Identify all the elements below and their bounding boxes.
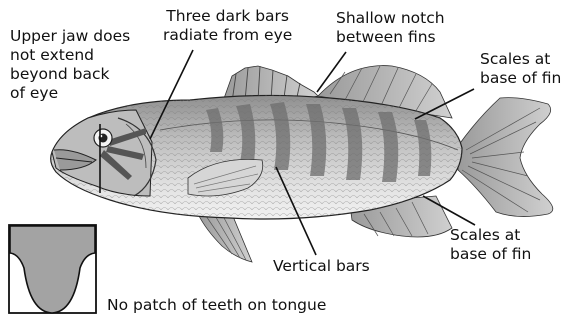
shallow-notch-label-line: between fins: [336, 28, 445, 47]
fish-head: [52, 110, 156, 196]
shallow-notch-label: Shallow notch between fins: [336, 9, 445, 47]
scales-top-label-line: Scales at: [480, 50, 561, 69]
vertical-bars-label: Vertical bars: [273, 257, 370, 276]
upper-jaw-label-line: not extend: [10, 46, 130, 65]
upper-jaw-label-line: Upper jaw does: [10, 27, 130, 46]
tongue-label: No patch of teeth on tongue: [107, 296, 326, 315]
upper-jaw-label: Upper jaw does not extend beyond back of…: [10, 27, 130, 103]
scales-bottom-label-line: base of fin: [450, 245, 531, 264]
scales-top-label: Scales at base of fin: [480, 50, 561, 88]
shallow-notch-label-line: Shallow notch: [336, 9, 445, 28]
caudal-fin: [458, 98, 553, 217]
scales-top-label-line: base of fin: [480, 69, 561, 88]
tongue-inset: [9, 225, 96, 313]
upper-jaw-label-line: of eye: [10, 84, 130, 103]
upper-jaw-label-line: beyond back: [10, 65, 130, 84]
three-bars-label-line: Three dark bars: [163, 7, 292, 26]
scales-bottom-label-line: Scales at: [450, 226, 531, 245]
three-bars-label-line: radiate from eye: [163, 26, 292, 45]
three-bars-label: Three dark bars radiate from eye: [163, 7, 292, 45]
scales-bottom-label: Scales at base of fin: [450, 226, 531, 264]
